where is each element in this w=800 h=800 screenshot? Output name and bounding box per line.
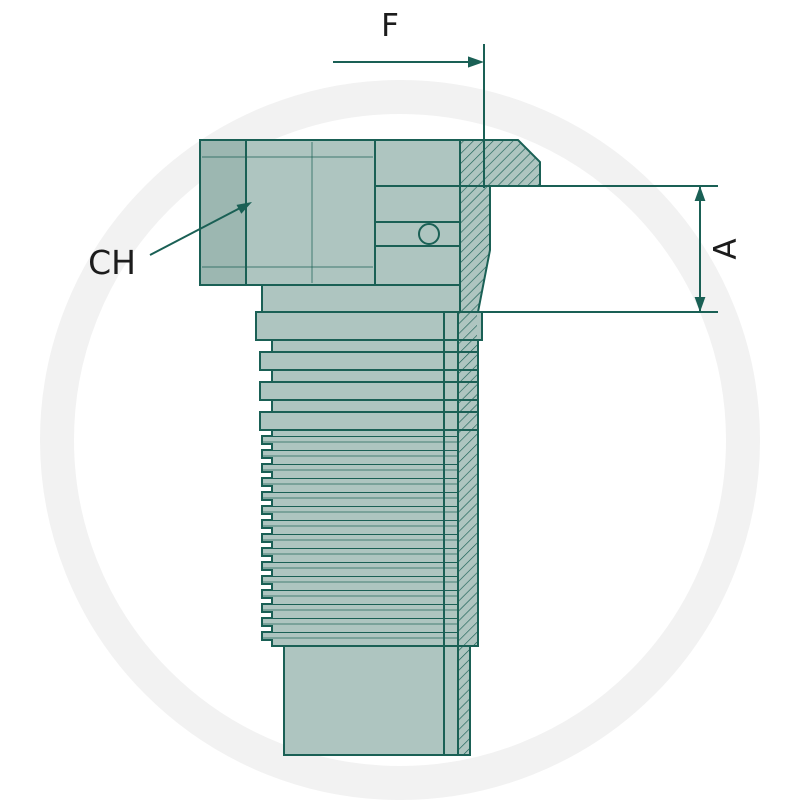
shank-wall-hatch: [459, 313, 477, 645]
watermark-ring: [40, 80, 760, 800]
fitting-body: [374, 139, 461, 286]
hex-nut-left-facet: [199, 139, 247, 286]
shank-groove-lines: [255, 339, 479, 647]
dimension-label-f: F: [381, 8, 399, 44]
barb-ribs: [263, 431, 458, 645]
hose-shank: [255, 311, 483, 756]
dimension-a: A: [478, 185, 744, 313]
ch-leader-line: [149, 206, 243, 256]
a-arrowhead-up: [694, 186, 706, 201]
dimension-label-a: A: [708, 238, 744, 259]
f-arrowhead: [468, 56, 484, 68]
label-ch: CH: [88, 243, 136, 282]
body-block: [374, 139, 461, 286]
a-arrowhead-down: [694, 297, 706, 312]
lock-ball: [418, 223, 440, 245]
ch-callout: CH: [88, 202, 252, 282]
ch-leader-arrowhead: [236, 202, 252, 214]
dimension-f: F: [333, 8, 485, 188]
hex-nut: [199, 139, 376, 286]
tail-wall-hatch: [459, 646, 469, 754]
collar: [261, 284, 461, 313]
section-head-hatch: [460, 140, 540, 312]
fitting-drawing: [199, 139, 541, 756]
